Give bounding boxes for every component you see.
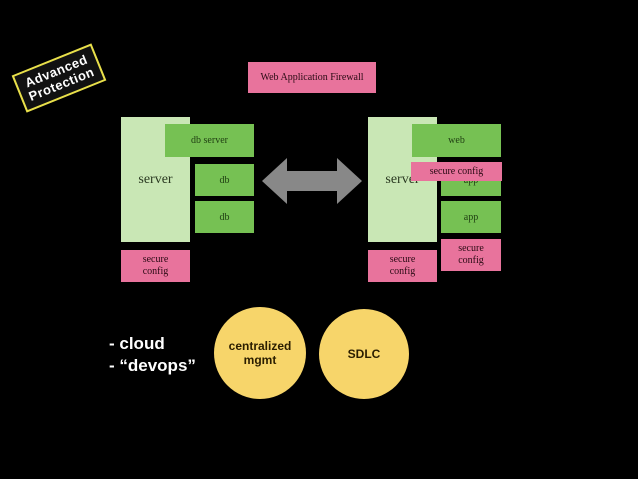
left-db-label-2: db — [219, 211, 230, 223]
right-web-label: web — [448, 135, 465, 146]
left-db-server-box: db server — [165, 124, 254, 157]
right-app-box-2: app — [441, 201, 501, 233]
left-db-box-2: db — [195, 201, 254, 233]
right-overlay-secure-config-box: secure config — [411, 162, 502, 181]
bullet-item-cloud: - cloud — [109, 334, 165, 353]
right-app-label-2: app — [463, 211, 479, 223]
right-secure-config-box: secure config — [368, 250, 437, 282]
web-application-firewall-box: Web Application Firewall — [248, 62, 376, 93]
centralized-mgmt-circle: centralized mgmt — [214, 307, 306, 399]
right-secure-config-line-1: secure — [389, 254, 416, 265]
centralized-mgmt-line-1: centralized — [228, 339, 292, 353]
bullet-list: - cloud - “devops” — [109, 333, 196, 377]
right-web-box: web — [412, 124, 501, 157]
left-db-server-label: db server — [191, 135, 228, 146]
sdlc-label: SDLC — [347, 347, 381, 361]
right-secure-config-2-line-2: config — [458, 255, 484, 266]
right-overlay-secure-config-label: secure config — [429, 166, 484, 177]
left-db-box-1: db — [195, 164, 254, 196]
left-server-label: server — [138, 171, 173, 187]
left-secure-config-line-1: secure — [142, 254, 169, 265]
advanced-protection-badge: Advanced Protection — [11, 43, 107, 113]
left-secure-config-box: secure config — [121, 250, 190, 282]
left-secure-config-line-2: config — [142, 266, 169, 277]
arrow-shape — [262, 158, 362, 204]
right-secure-config-line-2: config — [389, 266, 416, 277]
right-secure-config-2-line-1: secure — [458, 243, 484, 254]
right-secure-config-box-2: secure config — [441, 239, 501, 271]
sdlc-circle: SDLC — [319, 309, 409, 399]
bullet-item-devops: - “devops” — [109, 356, 196, 375]
waf-label: Web Application Firewall — [260, 72, 364, 83]
left-db-label-1: db — [219, 174, 230, 186]
centralized-mgmt-line-2: mgmt — [243, 353, 277, 367]
bidirectional-arrow-icon — [262, 158, 362, 204]
